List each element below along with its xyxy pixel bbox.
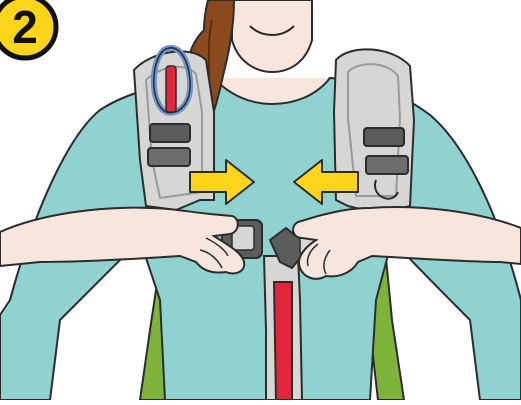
right-adjuster-buckle <box>364 128 404 146</box>
step-badge <box>0 0 56 58</box>
right-adjuster-buckle-2 <box>366 156 408 174</box>
left-adjuster-buckle-2 <box>148 148 190 166</box>
red-strap <box>274 282 292 400</box>
left-adjuster-buckle <box>150 124 190 142</box>
